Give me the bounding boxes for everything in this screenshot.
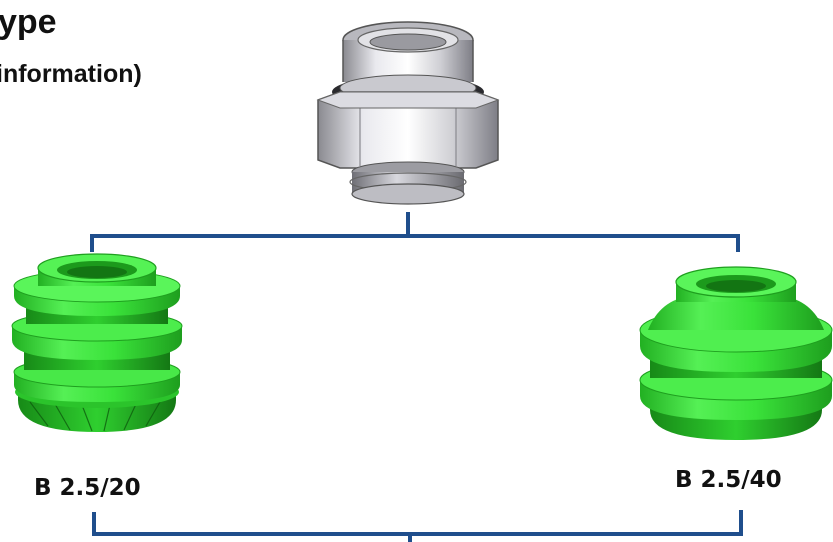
threaded-fitting-icon (316, 21, 500, 205)
bottom-bracket-line (92, 510, 743, 536)
top-bracket-line (90, 234, 740, 252)
page-title: ype (0, 3, 57, 41)
bellows-cup-left-icon (11, 253, 183, 432)
node-label-left: B 2.5/20 (34, 475, 141, 501)
bellows-cup-right-icon (639, 266, 833, 440)
connector-lines (90, 212, 743, 542)
page-subtitle: information) (0, 60, 142, 88)
node-label-right: B 2.5/40 (675, 467, 782, 493)
